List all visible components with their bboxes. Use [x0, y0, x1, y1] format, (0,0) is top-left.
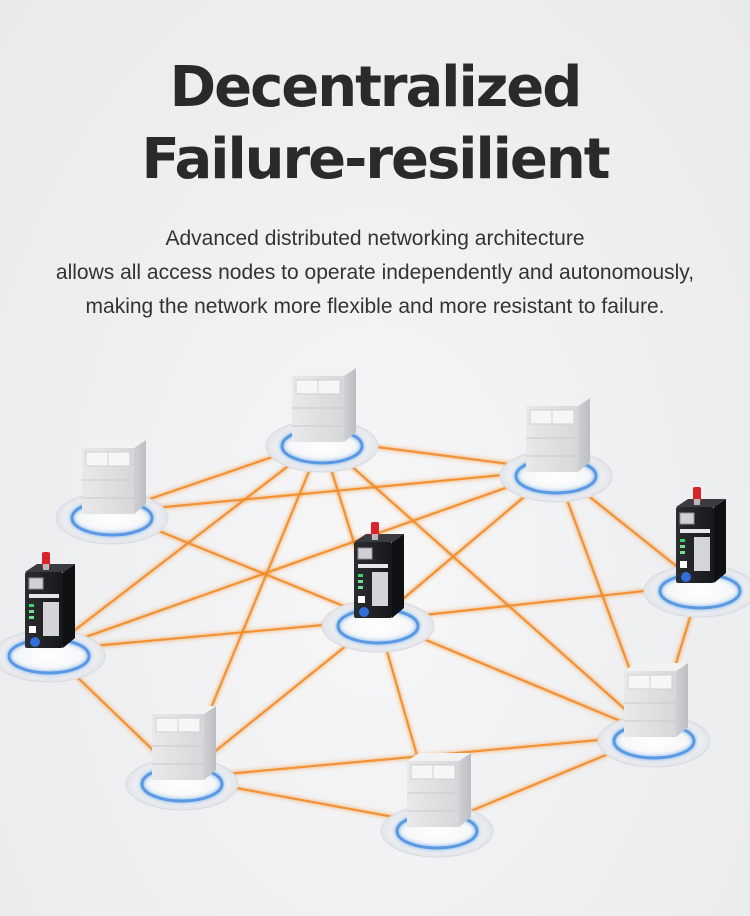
reset-button-icon — [29, 626, 36, 633]
module-top — [407, 753, 471, 761]
module-side — [578, 398, 590, 472]
status-led-icon — [29, 604, 34, 607]
description-line-2: allows all access nodes to operate indep… — [55, 261, 695, 284]
network-link — [48, 439, 323, 651]
reset-button-icon — [358, 596, 365, 603]
network-nodes — [0, 368, 750, 858]
network-link — [321, 439, 655, 736]
antenna-connector — [694, 499, 700, 505]
page-title-line-1: Decentralized — [169, 55, 583, 120]
gateway-info-label — [694, 537, 710, 571]
power-connector-icon — [359, 607, 369, 617]
module-side — [676, 663, 688, 737]
status-led-icon — [29, 610, 34, 613]
module-node — [125, 706, 239, 811]
module-node — [597, 663, 711, 768]
ethernet-port-icon — [679, 512, 695, 525]
antenna-connector — [372, 534, 378, 540]
module-top — [152, 706, 216, 714]
status-led-icon — [358, 574, 363, 577]
module-side — [204, 706, 216, 780]
module-node — [380, 753, 494, 858]
ethernet-port-icon — [357, 547, 373, 560]
module-top — [292, 368, 356, 376]
power-connector-icon — [30, 637, 40, 647]
module-node — [55, 440, 169, 545]
description-line-3: making the network more flexible and mor… — [85, 295, 665, 318]
gateway-label-plate — [680, 529, 710, 533]
status-led-icon — [29, 616, 34, 619]
module-side — [134, 440, 146, 514]
gateway-label-plate — [358, 564, 388, 568]
module-node — [499, 398, 613, 503]
gateway-top — [354, 534, 404, 542]
gateway-label-plate — [29, 594, 59, 598]
reset-button-icon — [680, 561, 687, 568]
module-top — [526, 398, 590, 406]
power-connector-icon — [681, 572, 691, 582]
antenna-connector — [43, 564, 49, 570]
status-led-icon — [680, 539, 685, 542]
status-led-icon — [358, 580, 363, 583]
page-title-line-2: Failure-resilient — [141, 127, 611, 192]
ethernet-port-icon — [28, 577, 44, 590]
description-line-1: Advanced distributed networking architec… — [165, 227, 585, 250]
network-link — [111, 468, 557, 514]
status-led-icon — [680, 551, 685, 554]
status-led-icon — [680, 545, 685, 548]
module-node — [265, 368, 379, 473]
gateway-top — [676, 499, 726, 507]
module-side — [459, 753, 471, 827]
network-link — [48, 468, 557, 652]
status-led-icon — [358, 586, 363, 589]
gateway-info-label — [43, 602, 59, 636]
gateway-node — [0, 552, 106, 683]
gateway-top — [25, 564, 75, 572]
gateway-side — [714, 499, 726, 583]
module-top — [624, 663, 688, 671]
gateway-side — [63, 564, 75, 648]
module-side — [344, 368, 356, 442]
gateway-node — [643, 487, 750, 618]
gateway-info-label — [372, 572, 388, 606]
gateway-side — [392, 534, 404, 618]
module-top — [82, 440, 146, 448]
gateway-node — [321, 522, 435, 653]
